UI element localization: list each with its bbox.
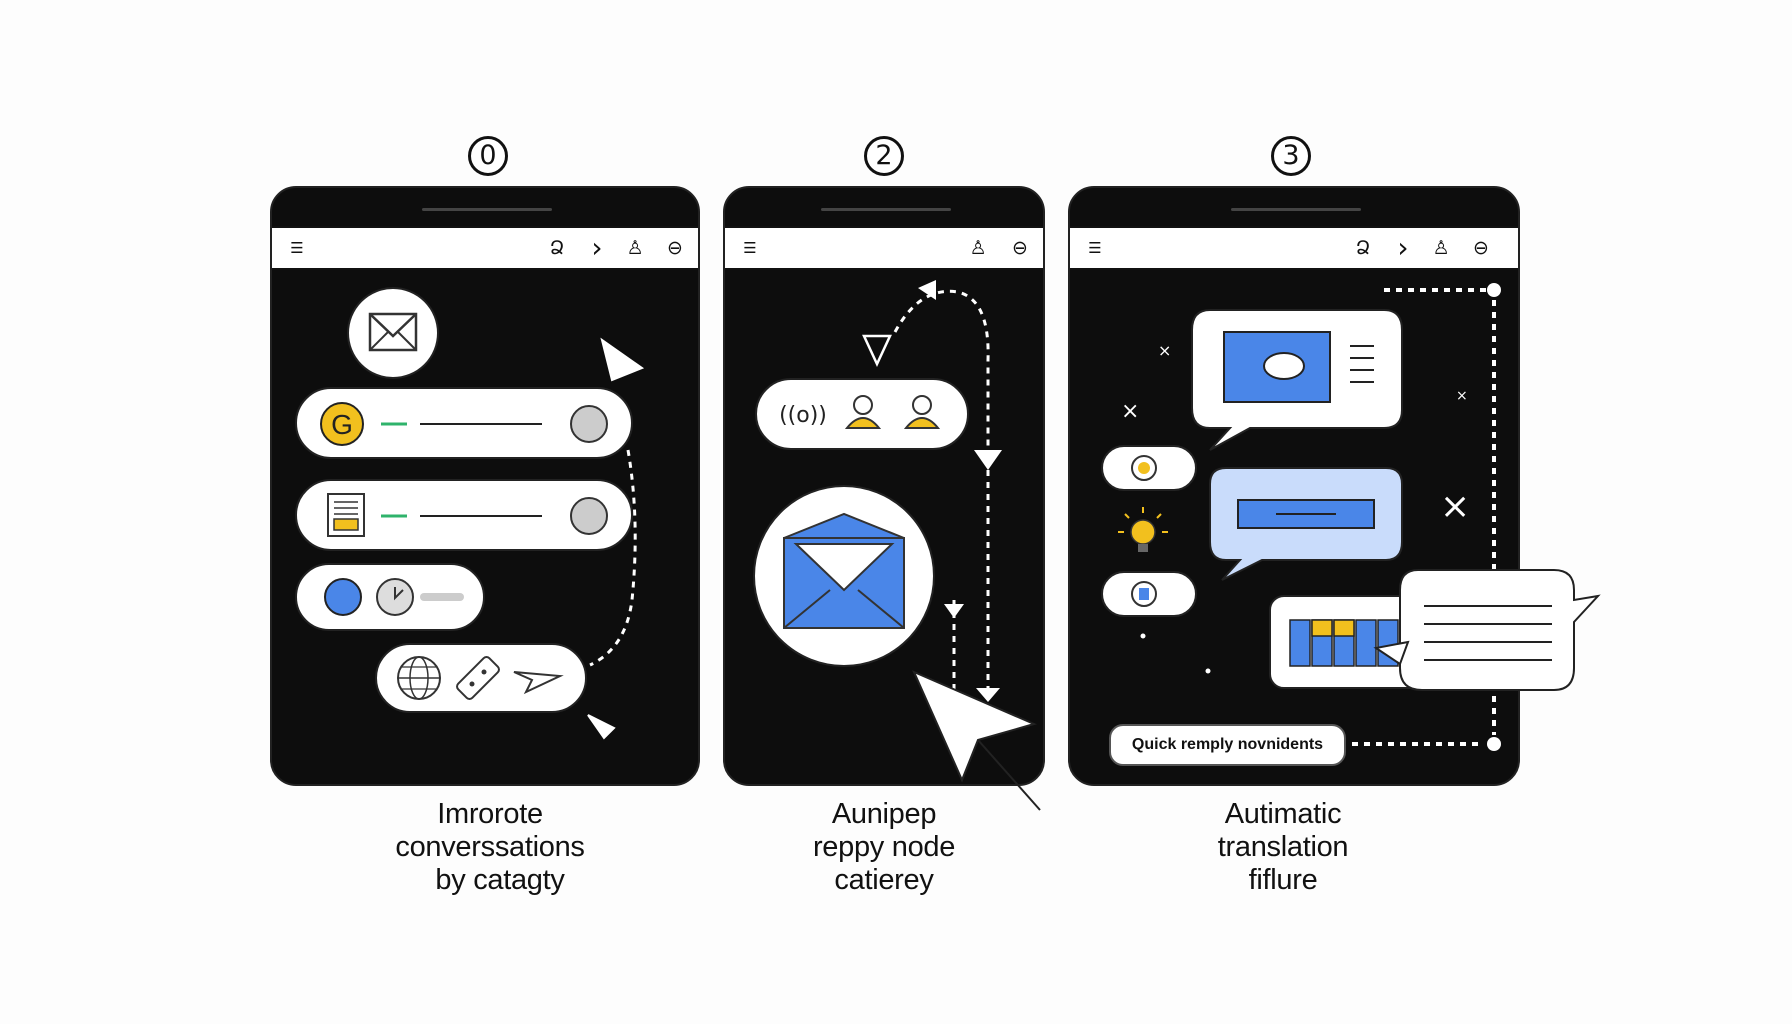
mail-icon — [347, 287, 439, 379]
arrow-head-icon — [974, 450, 1002, 470]
chevron-right-icon[interactable]: › — [591, 231, 603, 264]
arrow-head-icon — [918, 280, 936, 300]
phone-notch — [422, 208, 552, 211]
caption-line: by catagty — [435, 864, 565, 896]
sparkle-icon: × — [1121, 399, 1139, 424]
minus-circle-icon[interactable]: ⊖ — [667, 237, 683, 259]
user-icon[interactable]: Ձ — [1355, 237, 1371, 259]
minus-circle-icon[interactable]: ⊖ — [1473, 237, 1489, 259]
cursor-icon — [600, 337, 645, 382]
caption-step-1: Imrorote converssations by catagty — [370, 798, 610, 897]
phone-notch — [821, 208, 951, 211]
reply-bubble — [1373, 569, 1601, 691]
sparkle-icon — [1205, 668, 1211, 674]
phone-toolbar: ☰ Ձ › ♙ ⊖ — [1070, 226, 1518, 270]
step-number-2: 2 — [864, 136, 904, 176]
caption-line: fiflure — [1248, 864, 1318, 896]
step-number-1: 0 — [468, 136, 508, 176]
phone-toolbar: ☰ Ձ › ♙ ⊖ — [272, 226, 698, 270]
flow-connector — [589, 449, 637, 667]
thumb-icon[interactable]: ♙ — [969, 237, 987, 259]
translated-message-bubble — [1209, 467, 1403, 581]
arrow-head-icon — [944, 604, 964, 618]
send-icon — [513, 671, 564, 695]
broadcast-icon: ((o)) — [779, 403, 827, 428]
tag-icon — [456, 656, 500, 700]
clock-icon — [376, 578, 414, 616]
node-icon — [1487, 283, 1501, 297]
caption-line: reppy node — [812, 831, 956, 863]
close-icon[interactable]: × — [1440, 486, 1470, 527]
message-bubble-image — [1191, 309, 1403, 451]
caption-line: Autimatic — [1224, 798, 1342, 830]
sparkle-icon: × — [1158, 341, 1171, 360]
menu-icon[interactable]: ☰ — [743, 239, 757, 257]
conversation-row-3[interactable] — [295, 563, 485, 631]
flow-connector — [893, 289, 990, 460]
person-icon — [844, 395, 882, 429]
caption-line: translation — [1217, 831, 1349, 863]
auto-reply-contacts-row[interactable] — [755, 378, 969, 450]
cursor-icon — [587, 714, 616, 740]
step-number-3: 3 — [1271, 136, 1311, 176]
person-icon — [903, 395, 941, 429]
globe-icon — [397, 656, 441, 700]
lightbulb-icon — [1118, 507, 1168, 552]
phone-notch — [1231, 208, 1361, 211]
language-toggle-2[interactable] — [1101, 571, 1197, 617]
conversation-row-1[interactable] — [295, 387, 633, 459]
g-logo-icon: G — [331, 409, 353, 440]
menu-icon[interactable]: ☰ — [1088, 239, 1102, 257]
conversation-row-2[interactable] — [295, 479, 633, 551]
language-toggle-1[interactable] — [1101, 445, 1197, 491]
minus-circle-icon[interactable]: ⊖ — [1012, 237, 1028, 259]
caption-line: Aunipep — [831, 798, 937, 830]
caption-step-3: Autimatic translation fiflure — [1173, 798, 1393, 897]
down-arrow-icon — [862, 334, 892, 367]
sparkle-icon: × — [1456, 388, 1468, 404]
menu-icon[interactable]: ☰ — [290, 239, 304, 257]
caption-line: Imrorote — [437, 798, 543, 830]
chevron-right-icon[interactable]: › — [1397, 231, 1409, 264]
cursor-icon — [912, 670, 1041, 811]
caption-line: catierey — [834, 864, 934, 896]
thumb-icon[interactable]: ♙ — [1432, 237, 1450, 259]
sparkle-icon — [1140, 633, 1146, 639]
node-icon — [1487, 737, 1501, 751]
conversation-row-4[interactable] — [375, 643, 587, 713]
caption-step-2: Aunipep reppy node catierey — [774, 798, 994, 897]
email-icon — [753, 485, 935, 667]
quick-reply-chip[interactable]: Quick remply novnidents — [1109, 724, 1346, 766]
thumb-icon[interactable]: ♙ — [626, 237, 644, 259]
user-icon[interactable]: Ձ — [549, 237, 565, 259]
phone-auto-reply-mode: ☰ ♙ ⊖ — [723, 186, 1045, 786]
phone-toolbar: ☰ ♙ ⊖ — [725, 226, 1043, 270]
arrow-head-icon — [976, 688, 1000, 702]
caption-line: converssations — [395, 831, 585, 863]
document-icon — [327, 493, 365, 537]
